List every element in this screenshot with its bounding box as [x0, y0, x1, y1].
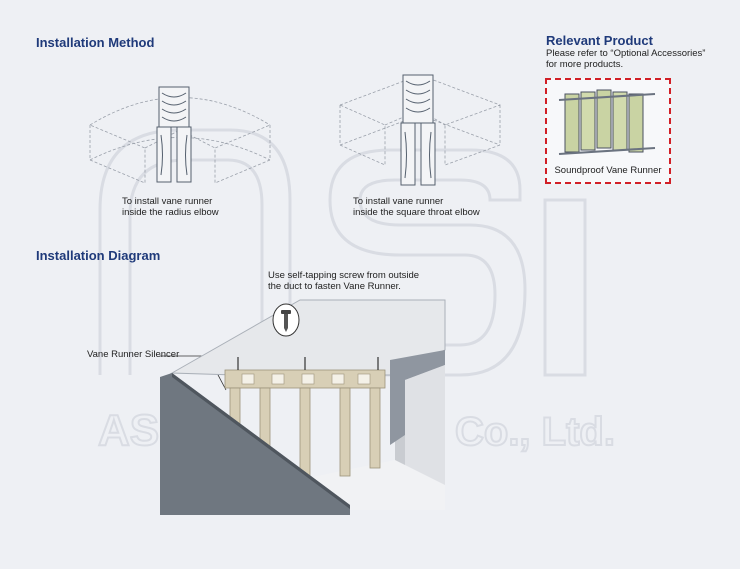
- product-image-frame: Soundproof Vane Runner: [545, 78, 671, 184]
- installation-diagram-figure: [160, 299, 446, 515]
- installation-method-title: Installation Method: [36, 35, 155, 50]
- svg-text:Co., Ltd.: Co., Ltd.: [455, 410, 615, 454]
- radius-elbow-caption: To install vane runner inside the radius…: [122, 196, 219, 218]
- square-elbow-caption: To install vane runner inside the square…: [353, 196, 480, 218]
- screw-icon: [272, 303, 300, 337]
- screw-note: Use self-tapping screw from outside the …: [268, 270, 420, 292]
- relevant-product-note: Please refer to “Optional Accessories” f…: [546, 48, 706, 70]
- silencer-label: Vane Runner Silencer: [87, 349, 180, 360]
- installation-diagram-title: Installation Diagram: [36, 248, 161, 263]
- vane-runner-product-image: [558, 89, 656, 155]
- relevant-product-title: Relevant Product: [546, 33, 653, 48]
- square-elbow-figure: [339, 74, 501, 186]
- relevant-product-caption: Soundproof Vane Runner: [554, 165, 662, 176]
- radius-elbow-figure: [89, 86, 271, 184]
